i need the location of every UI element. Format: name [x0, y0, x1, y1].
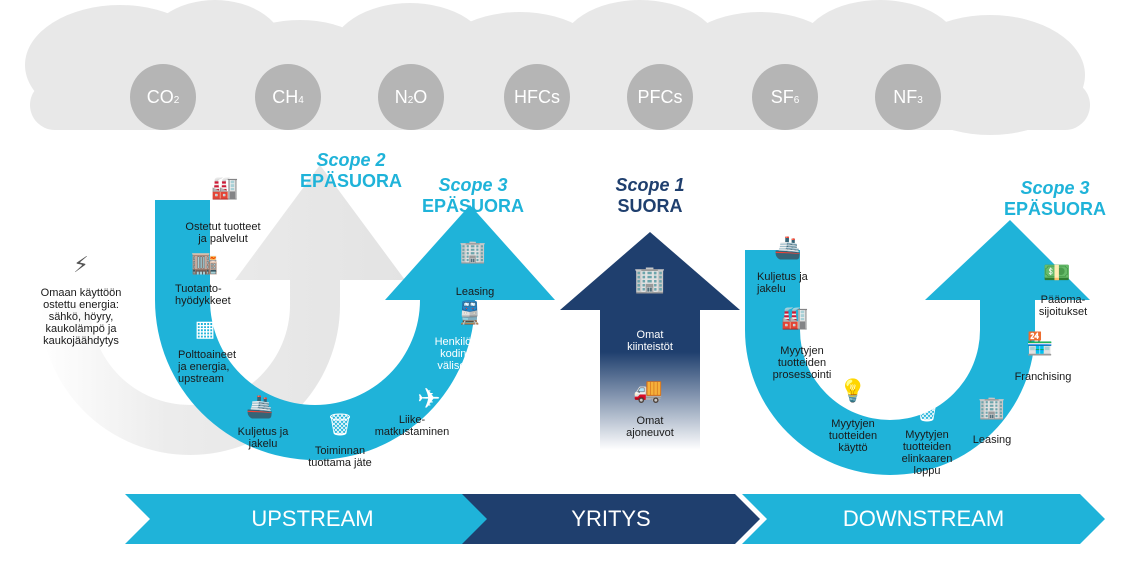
train-icon: 🚆	[456, 300, 484, 325]
factory-icon: 🏭	[211, 175, 239, 200]
product-use-label: Myytyjen tuotteiden käyttö	[828, 418, 878, 454]
store-icon: 🏪	[1026, 331, 1054, 356]
fuel-barrels-icon: ▦	[194, 316, 216, 341]
lightning-icon: ⚡	[73, 252, 89, 277]
scope2-gray-arrow	[40, 165, 405, 455]
stage-downstream: DOWNSTREAM	[842, 506, 1005, 531]
ship-icon: 🚢	[246, 394, 274, 419]
truck-icon: 🚚	[633, 377, 663, 404]
fuel-energy-label: Polttoaineet ja energia, upstream	[178, 349, 237, 385]
scope3-downstream-heading: Scope 3 EPÄSUORA	[1003, 178, 1106, 219]
own-vehicles-label: Omat ajoneuvot	[626, 415, 674, 439]
downstream-cyan-arrow	[745, 220, 1090, 475]
upstream-left-bar	[155, 200, 210, 300]
cloud-band	[25, 0, 1090, 135]
gas-hfcs: HFCs	[504, 64, 570, 130]
capital-goods-label: Tuotanto- hyödykkeet	[175, 283, 231, 307]
end-of-life-label: Myytyjen tuotteiden elinkaaren loppu	[901, 429, 953, 477]
recycle-bin-icon: 🗑	[913, 398, 941, 423]
company-building-icon: 🏢	[633, 264, 667, 294]
gas-pfcs: PFCs	[627, 64, 693, 130]
commuting-label: Henkilökunnan kodin ja työn väliset matk…	[434, 336, 508, 372]
trash-icon: 🗑	[326, 412, 354, 437]
stage-upstream: UPSTREAM	[251, 506, 374, 531]
franchising-label: Franchising	[1014, 371, 1072, 383]
chevron-upstream-shape	[125, 494, 500, 544]
investments-label: Pääoma- sijoitukset	[1038, 294, 1088, 318]
scope1-navy-arrow	[560, 232, 740, 450]
downstream-leasing-label: Leasing	[972, 434, 1012, 446]
warehouse-icon: 🏬	[191, 250, 219, 275]
money-icon: 💵	[1043, 260, 1071, 285]
lightbulb-icon: 💡	[839, 378, 867, 403]
scope1-heading: Scope 1 SUORA	[615, 175, 685, 216]
upstream-leasing-label: Leasing	[455, 286, 495, 298]
downstream-building-icon: 🏢	[978, 395, 1006, 420]
downstream-transport-label: Kuljetus ja jakelu	[757, 271, 808, 295]
chevron-company-shape	[462, 494, 760, 544]
scope3-upstream-heading: Scope 3 EPÄSUORA	[421, 175, 524, 216]
own-buildings-label: Omat kiinteistöt	[627, 329, 673, 353]
upstream-cyan-arrow	[155, 200, 555, 460]
chevron-downstream-shape	[742, 494, 1105, 544]
purchased-goods-label: Ostetut tuotteet ja palvelut	[185, 221, 261, 245]
energy-label: Omaan käyttöön ostettu energia: sähkö, h…	[40, 287, 122, 347]
building-icon: 🏢	[459, 239, 487, 264]
upstream-transport-label: Kuljetus ja jakelu	[237, 426, 289, 450]
airplane-icon: ✈	[417, 383, 441, 414]
processing-label: Myytyjen tuotteiden prosessointi	[772, 345, 832, 381]
business-travel-label: Liike- matkustaminen	[374, 414, 450, 438]
scope2-heading: Scope 2 EPÄSUORA	[299, 150, 402, 191]
waste-label: Toiminnan tuottama jäte	[308, 445, 372, 469]
processing-factory-icon: 🏭	[781, 305, 809, 330]
stage-company: YRITYS	[571, 506, 651, 531]
downstream-ship-icon: 🚢	[774, 235, 802, 260]
